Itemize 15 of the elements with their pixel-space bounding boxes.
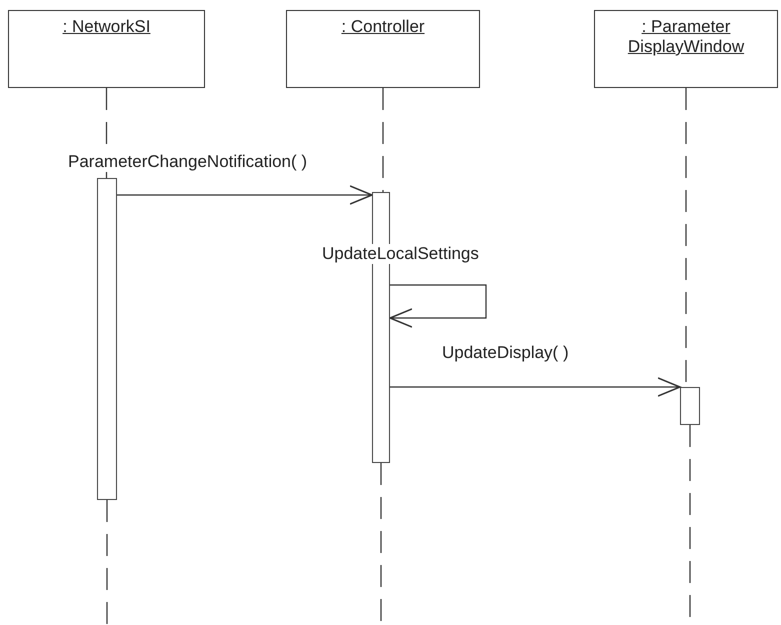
message-arrow [117,185,373,205]
object-name: : Controller [341,17,425,36]
message-label: UpdateDisplay( ) [440,343,571,363]
object-box [8,10,205,88]
object-box [594,10,778,88]
message-arrow [389,284,487,328]
activation-bar [97,178,117,500]
object-box [286,10,480,88]
lifeline [382,88,384,192]
lifeline [106,500,108,625]
message-arrow [390,377,681,397]
object-name: : Parameter DisplayWindow [628,17,744,56]
activation-bar [680,387,700,425]
message-label: UpdateLocalSettings [320,244,481,264]
object-name: : NetworkSI [62,17,150,36]
